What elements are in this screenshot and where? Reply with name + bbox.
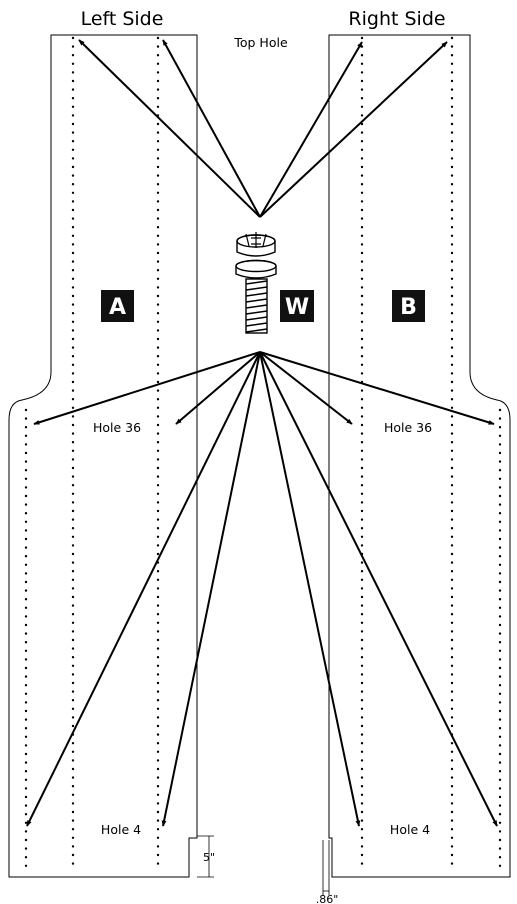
left-side-title: Left Side [81, 8, 164, 30]
dimension-eighty-six: .86" [316, 840, 339, 904]
arrow-to-left-hole-4-outer [26, 351, 261, 827]
arrow-to-right-hole-36-outer [259, 351, 495, 425]
dimension-five-inch: 5" [197, 835, 215, 878]
arrow-to-right-hole-4-outer [259, 351, 498, 827]
arrow-to-right-hole-4-center [259, 351, 361, 827]
right-hole-36-label: Hole 36 [384, 420, 432, 435]
arrow-to-right-top-hole-inner [259, 41, 448, 218]
left-hole-36-label: Hole 36 [93, 420, 141, 435]
top-hole-label: Top Hole [233, 35, 288, 50]
left-hole-4-label: Hole 4 [101, 822, 141, 837]
arrow-to-right-hole-36-center [259, 351, 353, 425]
badge-b-text: B [400, 295, 417, 320]
badge-a: A [101, 290, 134, 322]
badge-b: B [392, 290, 425, 322]
arrow-to-left-top-hole-center [162, 39, 261, 218]
right-side-title: Right Side [348, 8, 445, 30]
arrow-to-right-top-hole-center [259, 41, 363, 218]
left-panel-outline [8, 34, 198, 878]
arrow-to-left-hole-36-outer [33, 351, 261, 425]
arrow-to-left-hole-4-center [161, 351, 261, 827]
badge-a-text: A [109, 295, 126, 320]
right-panel-outline [328, 34, 511, 878]
arrow-to-left-top-hole-inner [78, 39, 261, 218]
screw-with-washer-icon [235, 232, 277, 334]
badge-w: W [280, 290, 314, 322]
badge-w-text: W [285, 295, 309, 320]
right-hole-4-label: Hole 4 [390, 822, 430, 837]
dimension-eighty-six-label: .86" [316, 893, 339, 904]
arrow-to-left-hole-36-center [175, 351, 261, 425]
dimension-five-inch-label: 5" [203, 851, 215, 864]
